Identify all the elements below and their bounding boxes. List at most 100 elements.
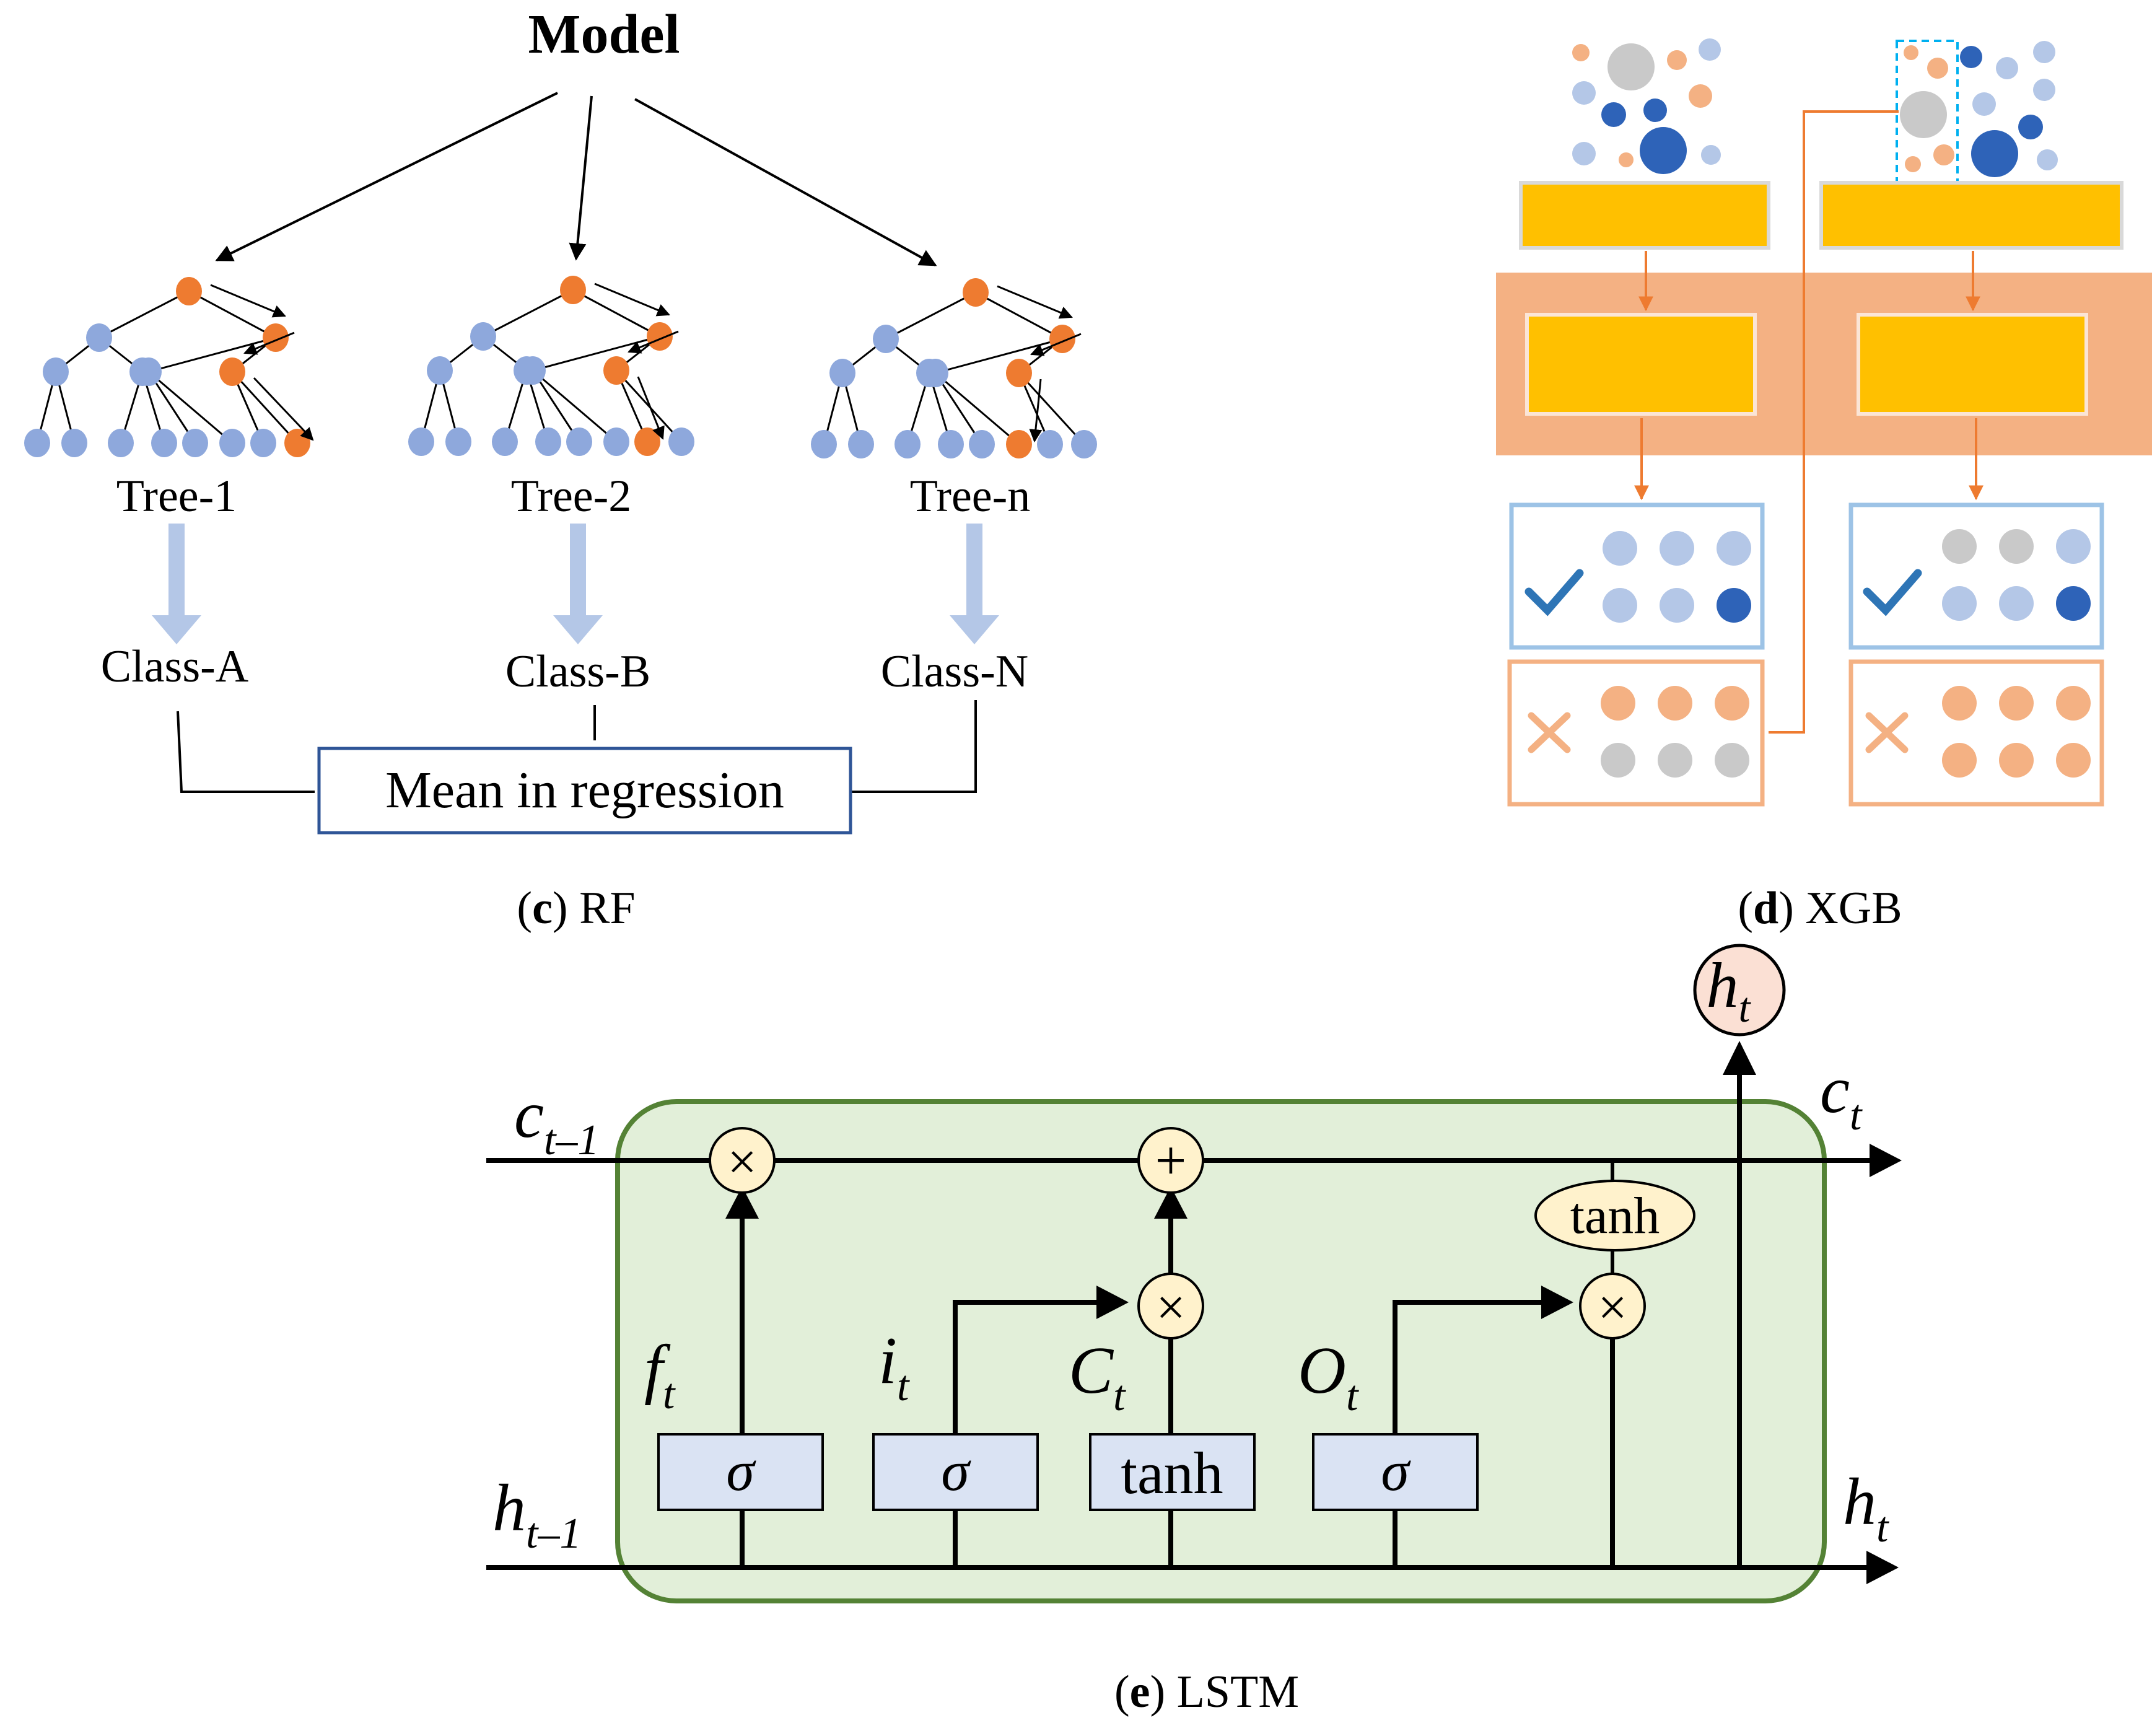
- result-dot: [1942, 743, 1977, 778]
- aggregate-box: [317, 747, 852, 835]
- input-gate-symbol: σ: [941, 1439, 971, 1502]
- sample-dot: [1572, 142, 1596, 165]
- tree-node: [873, 325, 899, 353]
- output-gate-box: [1312, 1433, 1479, 1511]
- tree-edge: [188, 290, 276, 339]
- selection-box: [1896, 40, 1959, 183]
- tree-node: [1071, 430, 1097, 458]
- tree-node: [108, 429, 134, 457]
- sample-pool-2: [1900, 41, 2058, 177]
- check-icon: [1863, 569, 1922, 616]
- tree-node: [470, 322, 496, 351]
- result-dot: [1601, 743, 1635, 778]
- result-dot: [1942, 586, 1977, 621]
- tree-label-n: Tree-n: [910, 471, 1031, 522]
- tree-node: [492, 427, 518, 456]
- sample-dot: [1601, 102, 1626, 127]
- tree-label-1: Tree-1: [116, 471, 237, 522]
- result-dot: [1942, 529, 1977, 564]
- result-dot: [2056, 586, 2091, 621]
- path-arrow: [997, 285, 1073, 319]
- sample-dot: [1927, 58, 1948, 79]
- input-gate-box: [872, 1433, 1039, 1511]
- tree-edge: [531, 370, 580, 442]
- result-dot: [1942, 686, 1977, 721]
- tree-node: [647, 322, 673, 351]
- wrong-box-2: [1848, 659, 2104, 807]
- cross-icon: [1865, 712, 1909, 753]
- tree-node: [61, 429, 87, 457]
- path-arrow: [628, 330, 679, 354]
- result-dot: [1715, 686, 1749, 721]
- tree-node: [86, 323, 112, 352]
- result-dot: [1715, 743, 1749, 778]
- hidden-output-label: ht: [1707, 950, 1752, 1031]
- tree-node: [938, 430, 964, 458]
- tree-node: [560, 276, 586, 304]
- tree-node: [408, 427, 434, 456]
- hidden-state-next-label: ht: [1843, 1465, 1889, 1551]
- sample-dot: [2018, 115, 2043, 139]
- cell-state-next-label: ct: [1820, 1053, 1863, 1139]
- tree-edge: [98, 290, 190, 339]
- tree-node: [848, 430, 874, 458]
- path-arrow: [594, 283, 670, 317]
- path-arrow: [1029, 379, 1043, 443]
- sample-dot: [1699, 38, 1721, 61]
- tree-node: [1006, 430, 1032, 458]
- forget-gate-arrowhead: [725, 1186, 759, 1219]
- output-gate-symbol: σ: [1381, 1439, 1411, 1502]
- caption-lstm: (e) LSTM: [1114, 1667, 1299, 1717]
- tree-node: [43, 357, 69, 386]
- tree-node: [894, 430, 921, 458]
- sample-dot: [2037, 149, 2058, 170]
- tree-edge: [975, 291, 1063, 340]
- sample-dot: [1971, 130, 2018, 177]
- result-dot: [1999, 586, 2034, 621]
- output-gate-arrowhead: [1541, 1286, 1573, 1319]
- tree-node: [1049, 325, 1075, 353]
- result-dot: [1601, 686, 1635, 721]
- cell-state-prev-label: ct–1: [514, 1078, 599, 1164]
- sample-dot: [1960, 46, 1982, 68]
- output-up-arrowhead: [1723, 1041, 1756, 1075]
- sample-dot: [1667, 50, 1687, 70]
- tree-node: [219, 357, 245, 386]
- sample-dot: [1972, 92, 1996, 116]
- tree-edge: [934, 372, 983, 445]
- tanh-op-label: tanh: [1570, 1187, 1660, 1245]
- tree-edge: [935, 338, 1063, 374]
- tree-edge: [935, 372, 1020, 445]
- sample-dot: [1905, 156, 1921, 172]
- candidate-arrowhead: [1154, 1186, 1188, 1219]
- cross-icon: [1528, 712, 1571, 753]
- output-multiply-op: [1579, 1273, 1646, 1339]
- output-gate-label: Ot: [1298, 1334, 1359, 1420]
- result-dot: [1999, 529, 2034, 564]
- result-dot: [1658, 743, 1692, 778]
- tree-edge: [532, 335, 660, 372]
- model-arrow-tree-n: [634, 98, 937, 266]
- result-dot: [1658, 686, 1692, 721]
- decision-tree-1: [24, 277, 314, 457]
- path-arrow: [637, 376, 665, 440]
- sample-dot: [1900, 91, 1947, 138]
- result-dot: [1717, 531, 1751, 566]
- path-arrow: [243, 331, 295, 355]
- sample-dot: [2033, 79, 2055, 101]
- tree-node: [263, 323, 289, 352]
- forget-gate-symbol: σ: [726, 1439, 756, 1502]
- tree-edge: [148, 370, 233, 444]
- hidden-output-node: [1693, 944, 1786, 1037]
- input-multiply-op: [1137, 1273, 1204, 1339]
- result-dot: [1717, 588, 1751, 623]
- add-symbol: +: [1155, 1130, 1187, 1191]
- tree-node: [634, 427, 660, 456]
- tree-node: [668, 427, 694, 456]
- model-arrow-tree-1: [215, 92, 558, 261]
- sample-dot: [1689, 84, 1712, 108]
- connector-class-a: [177, 711, 315, 793]
- result-dot: [2056, 686, 2091, 721]
- tree-edge: [148, 336, 276, 373]
- add-op: [1137, 1127, 1204, 1194]
